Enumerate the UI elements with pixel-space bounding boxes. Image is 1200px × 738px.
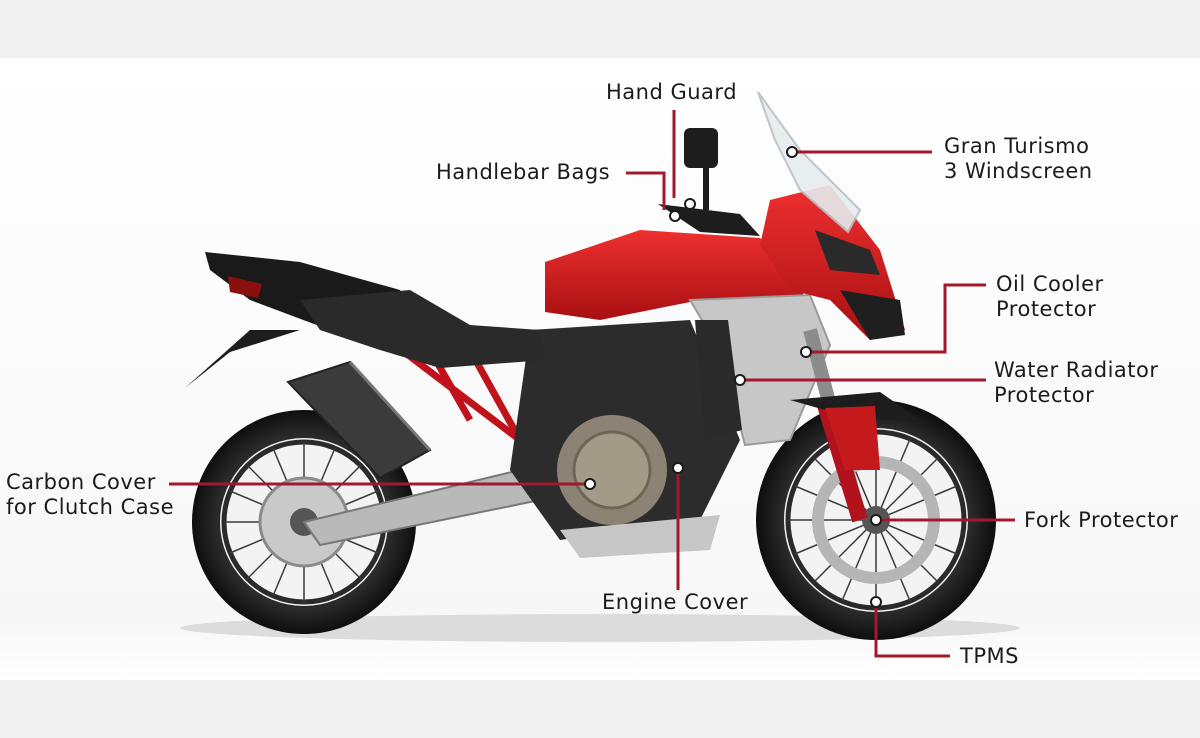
leader-lines [169,110,1015,658]
bottom-band [0,680,1200,738]
windscreen [757,91,862,234]
pin-windscreen [786,146,798,158]
front-fender [790,392,920,420]
pin-tpms [870,596,882,608]
seat [300,290,545,368]
label-hand-guard: Hand Guard [606,80,738,104]
label-carbon-cover: Carbon Cover for Clutch Case [6,470,175,519]
ground-shadow [180,614,1020,642]
top-band [0,0,1200,58]
label-water-radiator: Water Radiator Protector [994,358,1159,407]
handlebar [658,204,760,236]
label-fork-protector: Fork Protector [1024,508,1179,532]
label-windscreen: Gran Turismo 3 Windscreen [944,134,1093,183]
label-tpms: TPMS [960,644,1019,668]
label-handlebar-bags: Handlebar Bags [436,160,611,184]
pin-engine-cover [672,462,684,474]
mirror [684,128,718,168]
pin-dots [584,146,882,608]
pin-hand-guard [684,198,696,210]
rear-fender [185,330,300,388]
pin-oil-cooler [800,346,812,358]
pin-fork-protector [870,514,882,526]
label-oil-cooler: Oil Cooler Protector [996,272,1104,321]
pin-water-radiator [734,374,746,386]
pin-handlebar-bags [669,210,681,222]
label-engine-cover: Engine Cover [602,590,749,614]
pin-carbon-cover [584,478,596,490]
